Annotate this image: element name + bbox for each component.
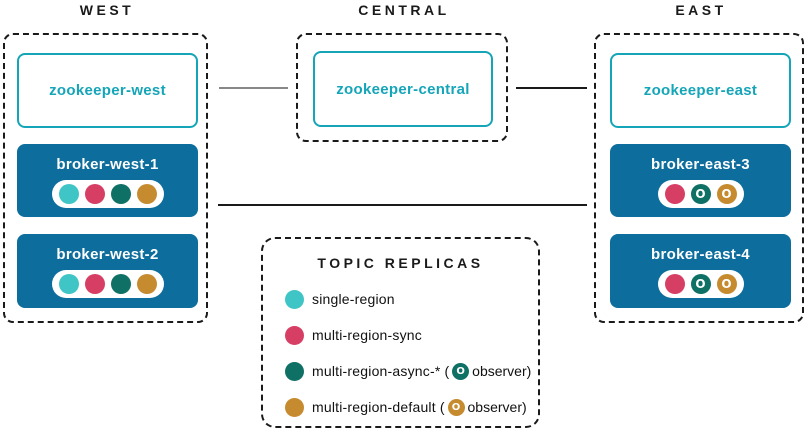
legend-item-single-region: single-region <box>285 289 531 309</box>
observer-mini-dot-default: O <box>447 398 465 416</box>
replica-dot-single-region <box>58 274 79 294</box>
legend-paren-open: ( <box>439 399 445 415</box>
connector-line-brokers-west-east <box>218 204 587 206</box>
replica-pill: O O <box>657 180 744 208</box>
broker-west-2-box: broker-west-2 <box>17 234 198 308</box>
zookeeper-central-label: zookeeper-central <box>336 80 470 98</box>
observer-mini-dot-async: O <box>452 362 470 380</box>
legend-observer-suffix: observer) <box>467 399 527 415</box>
legend-item-multi-region-async: multi-region-async-* ( O observer) <box>285 361 531 381</box>
replica-pill: O O <box>657 270 744 298</box>
broker-west-1-box: broker-west-1 <box>17 144 198 217</box>
broker-west-2-label: broker-west-2 <box>56 246 159 263</box>
legend-item-multi-region-default: multi-region-default ( O observer) <box>285 397 531 417</box>
legend-item-multi-region-sync: multi-region-sync <box>285 325 531 345</box>
replica-dot-multi-region-async-observer: O <box>690 274 711 294</box>
connector-line-central-east <box>516 87 587 89</box>
replica-dot-multi-region-sync <box>664 274 685 294</box>
replica-dot-multi-region-default <box>136 184 157 204</box>
broker-east-3-box: broker-east-3 O O <box>610 144 791 217</box>
zookeeper-central-box: zookeeper-central <box>313 51 493 127</box>
single-region-dot <box>285 289 304 309</box>
legend-item-label: single-region <box>312 291 395 307</box>
legend-paren-open: ( <box>444 363 450 379</box>
legend-item-label: multi-region-sync <box>312 327 422 343</box>
zookeeper-west-box: zookeeper-west <box>17 53 198 128</box>
connector-line-west-central <box>219 87 288 89</box>
zookeeper-east-label: zookeeper-east <box>643 82 758 99</box>
broker-east-3-label: broker-east-3 <box>651 156 750 173</box>
replica-dot-multi-region-async <box>110 274 131 294</box>
replica-dot-multi-region-default-observer: O <box>716 184 737 204</box>
multi-region-default-dot <box>285 397 304 417</box>
legend-box: TOPIC REPLICAS single-region multi-regio… <box>261 237 540 428</box>
multi-region-sync-dot <box>285 325 304 345</box>
region-header-east: EAST <box>675 2 727 18</box>
region-box-east: zookeeper-east broker-east-3 O O broker-… <box>594 33 804 323</box>
region-header-west: WEST <box>79 2 135 18</box>
replica-dot-multi-region-sync <box>84 184 105 204</box>
broker-east-4-label: broker-east-4 <box>651 246 750 263</box>
region-header-central: CENTRAL <box>358 2 450 18</box>
broker-west-1-label: broker-west-1 <box>56 156 159 173</box>
replica-dot-single-region <box>58 184 79 204</box>
replica-pill <box>51 270 164 298</box>
replica-dot-multi-region-default-observer: O <box>716 274 737 294</box>
replica-pill <box>51 180 164 208</box>
region-box-west: zookeeper-west broker-west-1 broker-west… <box>3 33 208 323</box>
replica-dot-multi-region-async-observer: O <box>690 184 711 204</box>
legend-rows: single-region multi-region-sync multi-re… <box>285 289 531 433</box>
multi-region-async-dot <box>285 361 304 381</box>
broker-east-4-box: broker-east-4 O O <box>610 234 791 308</box>
zookeeper-west-label: zookeeper-west <box>49 82 166 99</box>
region-box-central: zookeeper-central <box>296 33 508 142</box>
legend-item-label: multi-region-default <box>312 399 436 415</box>
replica-dot-multi-region-async <box>110 184 131 204</box>
legend-observer-suffix: observer) <box>472 363 532 379</box>
zookeeper-east-box: zookeeper-east <box>610 53 791 128</box>
replica-dot-multi-region-sync <box>84 274 105 294</box>
replica-dot-multi-region-default <box>136 274 157 294</box>
legend-title: TOPIC REPLICAS <box>317 255 484 271</box>
replica-dot-multi-region-sync <box>664 184 685 204</box>
legend-item-label: multi-region-async-* <box>312 363 441 379</box>
